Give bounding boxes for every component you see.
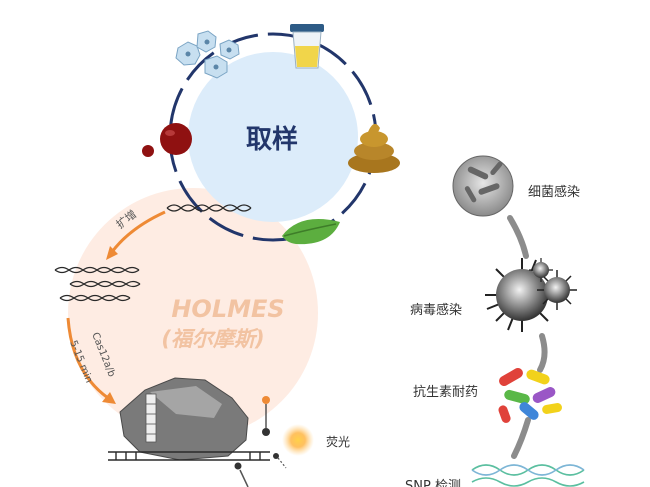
pills-icon [498,368,563,423]
cells-icon [175,30,240,79]
amplify-arrow [110,210,166,253]
snp-detection-label: SNP 检测 [405,479,461,487]
stool-icon [348,123,400,173]
sampling-title: 取样 [246,124,298,155]
holmes-title: HOLMES [171,295,284,323]
detection-arrow [66,317,109,400]
virus-icon [485,258,577,332]
fluorescence-glow [282,424,314,456]
blood-drop-icon [142,123,192,157]
dna-helix-icon [54,204,252,302]
cas-protein-icon [119,377,249,461]
snp-helix-icon [471,464,585,487]
target-dna [108,451,270,461]
antibiotic-resistance-label: 抗生素耐药 [413,385,478,400]
sampling-circle [188,52,358,222]
leaf-icon [282,219,340,245]
fluorescence-label: 荧光 [326,435,350,449]
bacteria-icon [452,155,514,217]
holmes-subtitle: (福尔摩斯) [161,327,264,351]
holmes-circle [68,188,318,438]
viral-infection-label: 病毒感染 [410,302,462,318]
urine-cup-icon [290,24,324,69]
reporter-icon [234,396,287,487]
connector-path [507,215,548,459]
bacterial-infection-label: 细菌感染 [528,184,580,200]
